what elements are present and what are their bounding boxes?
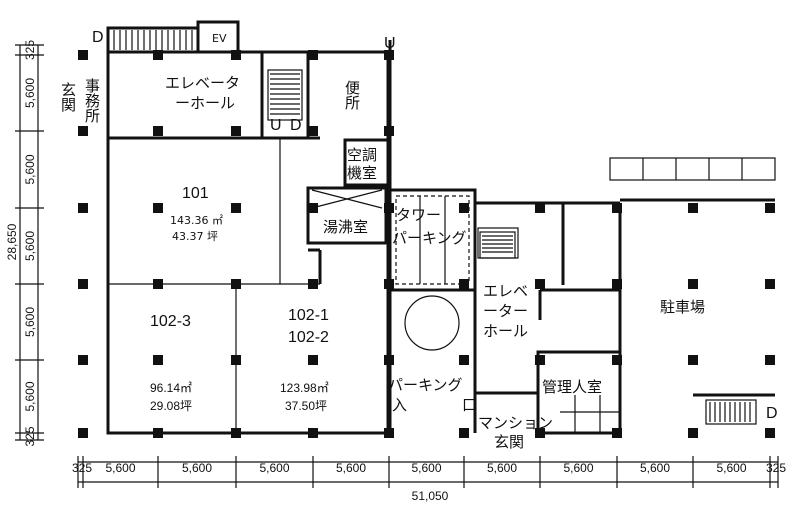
- label-parking-entry-1: パーキング: [388, 376, 463, 394]
- column: [308, 355, 318, 365]
- horizontal-dimension: 5,600: [182, 461, 212, 475]
- stair-d-mark: D: [290, 117, 302, 134]
- vertical-dimension: 5,600: [23, 78, 37, 108]
- stair-u-mark: U: [270, 117, 282, 134]
- column: [78, 279, 88, 289]
- label-parking-lot: 駐車場: [660, 298, 705, 316]
- horizontal-dimension: 5,600: [487, 461, 517, 475]
- column: [153, 126, 163, 136]
- column: [308, 126, 318, 136]
- vertical-dimension: 325: [23, 40, 37, 60]
- column: [688, 203, 698, 213]
- column: [231, 203, 241, 213]
- column: [535, 279, 545, 289]
- label-entrance-1: 玄関: [59, 82, 77, 113]
- column: [153, 203, 163, 213]
- horizontal-dimension: 5,600: [105, 461, 135, 475]
- ev-mark: EV: [212, 32, 227, 45]
- walls: [106, 20, 776, 435]
- label-aircon-2: 機室: [347, 164, 377, 182]
- unit-102-3-area-m2: 96.14㎡: [150, 381, 192, 395]
- column: [535, 203, 545, 213]
- horizontal-dimension: 325: [72, 461, 92, 475]
- vertical-dimension: 5,600: [23, 154, 37, 184]
- vertical-dimension: 325: [23, 426, 37, 446]
- unit-102-12-area-tsubo: 37.50坪: [285, 399, 327, 413]
- vertical-dimension: 5,600: [23, 381, 37, 411]
- column: [78, 428, 88, 438]
- horizontal-dimension: 5,600: [336, 461, 366, 475]
- column: [231, 50, 241, 60]
- column: [765, 355, 775, 365]
- column: [308, 50, 318, 60]
- column: [459, 355, 469, 365]
- label-manager-room: 管理人室: [542, 378, 602, 396]
- column: [459, 279, 469, 289]
- label-office: 事務所: [83, 78, 101, 123]
- column: [78, 203, 88, 213]
- label-elevator-hall-2: ーター: [483, 302, 528, 320]
- column: [535, 355, 545, 365]
- stair-down-mark-2: D: [766, 405, 778, 422]
- column: [765, 428, 775, 438]
- horizontal-dimension: 5,600: [716, 461, 746, 475]
- column: [688, 428, 698, 438]
- column: [688, 355, 698, 365]
- vertical-dimension: 5,600: [23, 307, 37, 337]
- unit-102-12-area-m2: 123.98㎡: [280, 381, 329, 395]
- column: [612, 203, 622, 213]
- column: [612, 279, 622, 289]
- unit-102-2-id: 102-2: [288, 329, 329, 346]
- unit-101-id: 101: [182, 185, 209, 202]
- horizontal-dimension: 5,600: [259, 461, 289, 475]
- column: [612, 355, 622, 365]
- stair-down-mark: D: [92, 29, 104, 46]
- label-parking-entry-3: 口: [462, 396, 477, 414]
- vertical-total-dimension: 28,650: [5, 223, 19, 260]
- column: [459, 428, 469, 438]
- column: [765, 279, 775, 289]
- label-elevator-hall-3: ホール: [483, 322, 528, 340]
- horizontal-dimension: 325: [766, 461, 786, 475]
- column: [153, 355, 163, 365]
- label-mansion-entry-1: マンション: [478, 414, 553, 432]
- vertical-dimension: 5,600: [23, 231, 37, 261]
- label-elevator-hall-top-1: エレベータ: [165, 74, 240, 92]
- column: [765, 203, 775, 213]
- unit-102-1-id: 102-1: [288, 307, 329, 324]
- unit-101-area-tsubo: 43.37 坪: [172, 230, 218, 243]
- column: [78, 355, 88, 365]
- label-aircon-1: 空調: [347, 146, 377, 164]
- dimension-lines: [15, 44, 779, 488]
- column: [153, 50, 163, 60]
- label-tower-parking-1: タワー: [396, 206, 441, 224]
- horizontal-dimension: 5,600: [563, 461, 593, 475]
- column: [231, 126, 241, 136]
- label-kitchenette: 湯沸室: [323, 218, 368, 236]
- column: [459, 203, 469, 213]
- stairs: [113, 30, 751, 422]
- label-parking-entry-2: 入: [392, 396, 407, 414]
- horizontal-dimension: 5,600: [411, 461, 441, 475]
- label-tower-parking-2: パーキング: [392, 229, 467, 247]
- stair-up-mark: U: [384, 35, 396, 52]
- column: [78, 50, 88, 60]
- label-elevator-hall-1: エレベ: [483, 282, 528, 300]
- unit-102-3-id: 102-3: [150, 313, 191, 330]
- label-mansion-entry-2: 玄関: [494, 433, 524, 451]
- room-labels: 玄関 事務所 エレベータ ーホール 便所 空調 機室 湯沸室 タワー パーキング…: [59, 29, 778, 451]
- horizontal-total-dimension: 51,050: [412, 489, 449, 503]
- column: [78, 126, 88, 136]
- unit-101-area-m2: 143.36 ㎡: [170, 214, 223, 227]
- label-toilet: 便所: [343, 80, 361, 110]
- horizontal-dimension: 5,600: [640, 461, 670, 475]
- column: [688, 279, 698, 289]
- label-elevator-hall-top-2: ーホール: [175, 94, 235, 112]
- unit-102-3-area-tsubo: 29.08坪: [150, 399, 192, 413]
